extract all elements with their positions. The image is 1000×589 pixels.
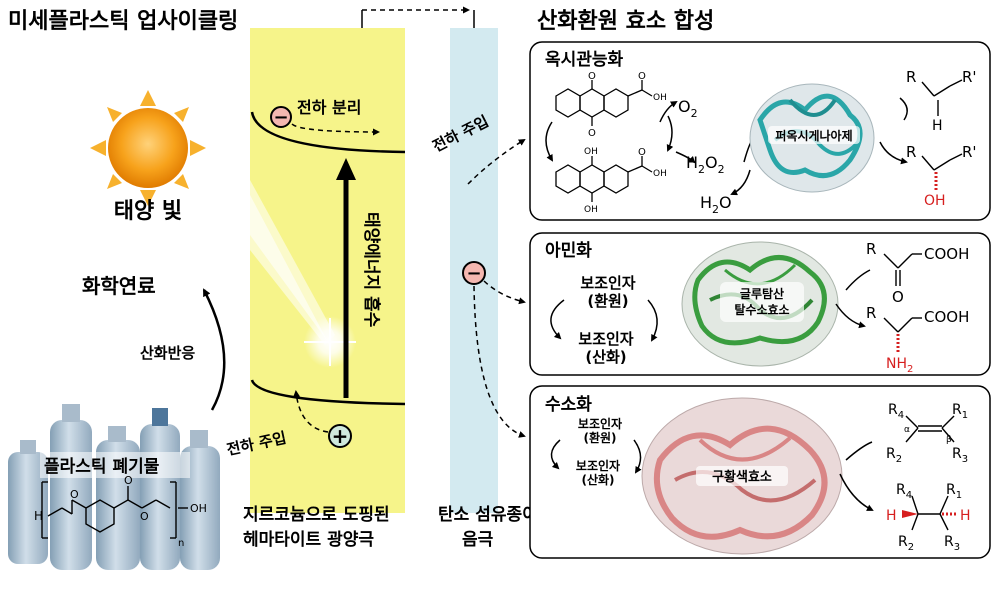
- sun-icon: [90, 90, 206, 206]
- svg-text:R': R': [962, 143, 977, 161]
- svg-text:탈수소효소: 탈수소효소: [734, 303, 789, 317]
- svg-text:R2: R2: [898, 534, 914, 553]
- svg-text:COOH: COOH: [924, 245, 969, 263]
- svg-text:R: R: [906, 143, 916, 161]
- o2-label: O2: [678, 97, 698, 120]
- hole-plus-anode: +: [328, 424, 352, 448]
- svg-text:H: H: [932, 118, 943, 134]
- product-nh2: NH2: [886, 356, 913, 375]
- svg-text:OH: OH: [653, 169, 667, 179]
- plastic-waste-label-bg: [40, 452, 190, 478]
- svg-text:−: −: [466, 263, 481, 284]
- svg-text:R': R': [962, 68, 977, 86]
- alkane-product-structure: [911, 495, 949, 531]
- svg-text:n: n: [178, 538, 184, 549]
- svg-text:(산화): (산화): [581, 472, 614, 487]
- injection-arrow-amin: [483, 280, 526, 305]
- svg-text:(환원): (환원): [587, 292, 628, 310]
- plastic-bottles-image: [8, 404, 220, 570]
- title-left: 미세플라스틱 업사이클링: [8, 9, 238, 34]
- top-connector: [361, 6, 475, 28]
- amin-title: 아민화: [545, 241, 592, 261]
- keto-acid-structure: [883, 253, 922, 286]
- svg-text:R: R: [866, 304, 876, 322]
- h2o2-label: H2O2: [686, 153, 725, 176]
- svg-text:보조인자: 보조인자: [578, 416, 622, 431]
- substrate-alkane: [921, 79, 963, 116]
- svg-text:O: O: [588, 128, 596, 139]
- anthraquinone-structure: [555, 80, 653, 126]
- peroxygenase-label: 퍼옥시게나아제: [775, 128, 852, 143]
- svg-text:R3: R3: [944, 534, 960, 553]
- title-right: 산화환원 효소 합성: [537, 8, 714, 34]
- charge-separation-label: 전하 분리: [297, 98, 361, 117]
- product-h-right: H: [960, 508, 971, 524]
- svg-text:R4: R4: [888, 402, 904, 421]
- electron-minus-anode: −: [270, 106, 292, 128]
- injection-arrow-oxy: [467, 138, 526, 185]
- svg-text:OH: OH: [584, 147, 598, 157]
- photoanode-label-1: 지르코늄으로 도핑된: [243, 505, 390, 525]
- svg-text:H: H: [34, 509, 43, 523]
- h2o-label: H2O: [700, 193, 732, 216]
- svg-text:COOH: COOH: [924, 308, 969, 326]
- svg-text:O: O: [588, 71, 596, 82]
- injection-arrow-hydro: [473, 285, 526, 438]
- alkene-structure: [905, 415, 955, 443]
- product-alcohol: [921, 153, 963, 171]
- oxy-title: 옥시관능화: [545, 50, 624, 70]
- electron-minus-cathode: −: [462, 261, 486, 285]
- svg-text:R: R: [906, 68, 916, 86]
- svg-text:O: O: [70, 488, 79, 501]
- product-oh: OH: [924, 193, 946, 209]
- svg-text:O: O: [638, 147, 646, 158]
- svg-text:O: O: [124, 474, 133, 487]
- svg-text:O: O: [638, 71, 646, 82]
- svg-text:글루탐산: 글루탐산: [740, 286, 784, 301]
- svg-text:(산화): (산화): [585, 348, 626, 366]
- hydro-title: 수소화: [545, 395, 592, 415]
- oxidation-label: 산화반응: [140, 344, 195, 362]
- plastic-waste-label: 플라스틱 폐기물: [44, 457, 160, 477]
- svg-text:β: β: [946, 435, 952, 445]
- cathode-label-2: 음극: [462, 530, 494, 550]
- sunlight-label: 태양 빛: [114, 199, 182, 224]
- old-yellow-enzyme-label: 구황색효소: [712, 469, 772, 485]
- svg-text:OH: OH: [653, 93, 667, 103]
- svg-text:보조인자: 보조인자: [580, 274, 635, 292]
- photoanode-label-2: 헤마타이트 광양극: [243, 530, 374, 550]
- svg-text:−: −: [273, 107, 288, 128]
- svg-text:+: +: [332, 424, 349, 448]
- chemical-fuel-label: 화학연료: [82, 274, 156, 298]
- svg-text:보조인자: 보조인자: [578, 330, 633, 348]
- svg-text:R4: R4: [896, 482, 912, 501]
- svg-text:R2: R2: [886, 446, 902, 465]
- product-h-left: H: [886, 508, 897, 524]
- svg-text:OH: OH: [584, 205, 598, 215]
- svg-text:R3: R3: [952, 446, 968, 465]
- svg-text:(환원): (환원): [583, 430, 616, 445]
- cathode-label-1: 탄소 섬유종이: [438, 505, 538, 525]
- pet-structure: [41, 481, 188, 539]
- absorption-label: 태양에너지 흡수: [361, 212, 382, 328]
- amino-acid-structure: [883, 317, 922, 333]
- svg-text:보조인자: 보조인자: [576, 458, 620, 473]
- svg-text:R1: R1: [946, 482, 962, 501]
- oxidation-arrow: [202, 288, 226, 411]
- light-beam: [250, 180, 335, 345]
- svg-text:O: O: [892, 288, 904, 306]
- svg-text:OH: OH: [190, 502, 207, 515]
- svg-text:α: α: [904, 425, 910, 435]
- conduction-band-curve: [250, 111, 406, 154]
- anthrahydroquinone-structure: [555, 156, 653, 202]
- svg-text:R1: R1: [952, 402, 968, 421]
- svg-text:O: O: [140, 510, 149, 523]
- svg-text:R: R: [866, 240, 876, 258]
